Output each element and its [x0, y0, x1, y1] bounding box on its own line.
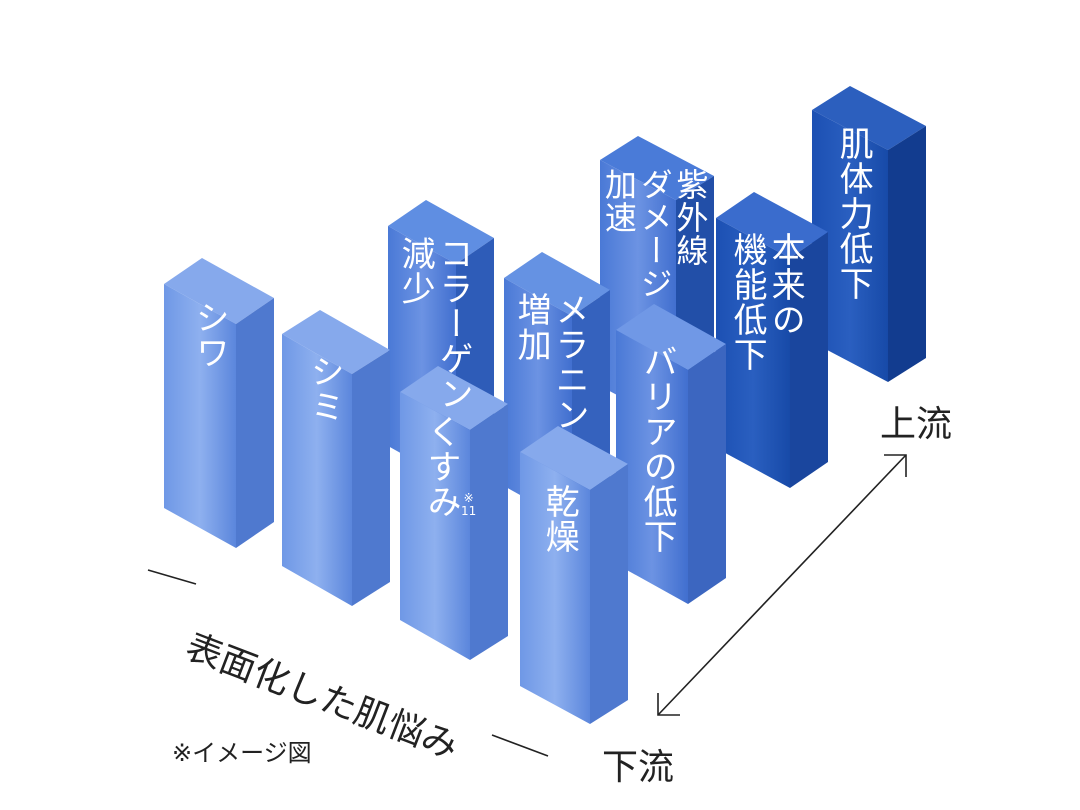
- flow-arrow: [657, 454, 907, 716]
- bar-label-collagen: コラーゲン 減少: [395, 236, 474, 411]
- bar-label-barrier: バリアの低下: [637, 344, 678, 554]
- bar-hadatairyoku: [812, 86, 926, 382]
- surface-line-right: [491, 734, 549, 757]
- bar-note-kusumi: ※ 11: [461, 491, 477, 519]
- bar-label-shimi: シミ: [304, 354, 345, 424]
- bar-label-melanin: メラニン 増加: [511, 292, 590, 432]
- bar-label-kusumi: くすみ: [421, 414, 462, 519]
- footnote: ※イメージ図: [172, 739, 312, 767]
- bar-barrier: [616, 304, 726, 604]
- bar-shimi: [282, 310, 390, 606]
- bar-shiwa: [164, 258, 274, 548]
- bar-label-uv: 紫外線 ダメージ 加速: [599, 168, 710, 300]
- bar-kansou: [520, 426, 628, 724]
- bar-label-kinou: 本来の 機能低下: [727, 232, 806, 372]
- upstream-label: 上流: [880, 404, 953, 445]
- bar-kusumi: [400, 366, 508, 660]
- bar-kinou: [716, 192, 828, 488]
- downstream-label: 下流: [602, 747, 675, 788]
- bar-label-hadatairyoku: 肌体力低下: [833, 126, 874, 301]
- bar-label-shiwa: シワ: [189, 300, 230, 370]
- bar-label-kansou: 乾燥: [539, 484, 580, 554]
- surface-line-left: [147, 569, 197, 585]
